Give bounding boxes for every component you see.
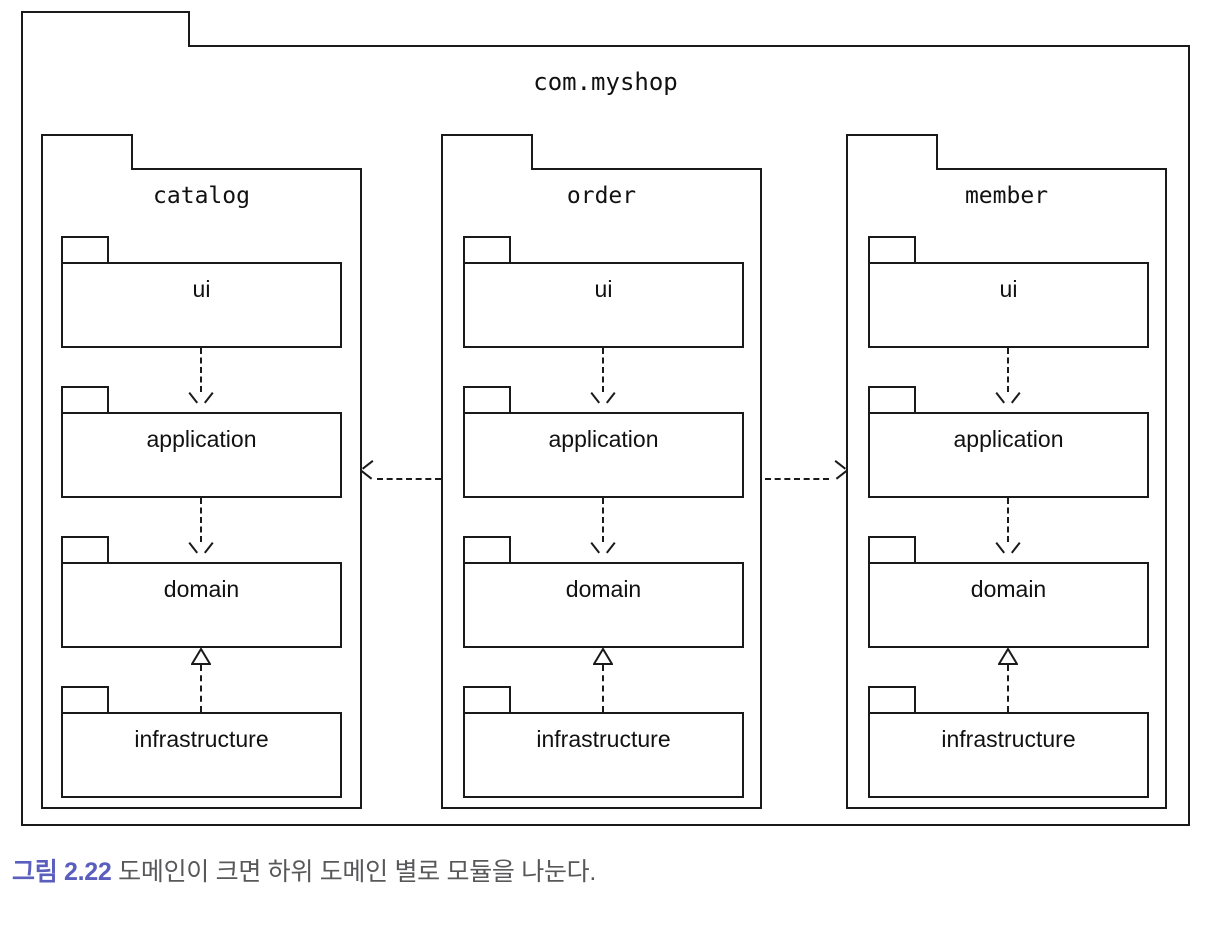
connector-order-to-member bbox=[765, 478, 829, 480]
connector-order-to-catalog bbox=[377, 478, 441, 480]
package-body-member-application bbox=[868, 412, 1149, 498]
figure-number: 그림 2.22 bbox=[12, 858, 112, 886]
package-label-catalog-ui: ui bbox=[192, 276, 211, 302]
connector-catalog-ui-application bbox=[200, 348, 202, 392]
connector-order-infrastructure-domain bbox=[602, 665, 604, 712]
package-tab-catalog-domain bbox=[61, 536, 109, 562]
package-tab-member-ui bbox=[868, 236, 916, 262]
package-tab-member-infrastructure bbox=[868, 686, 916, 712]
package-tab-order-infrastructure bbox=[463, 686, 511, 712]
package-tab-order-application bbox=[463, 386, 511, 412]
arrowhead-catalog-application-domain bbox=[191, 542, 211, 558]
package-label-member-application: application bbox=[953, 426, 1064, 452]
package-label-catalog-infrastructure: infrastructure bbox=[134, 726, 269, 752]
package-label-member-domain: domain bbox=[970, 576, 1047, 602]
connector-member-ui-application bbox=[1007, 348, 1009, 392]
triangle-head-catalog-infrastructure-domain bbox=[191, 648, 211, 665]
arrowhead-member-ui-application bbox=[998, 392, 1018, 408]
package-tab-order-ui bbox=[463, 236, 511, 262]
package-label-order-infrastructure: infrastructure bbox=[536, 726, 671, 752]
package-body-member-ui bbox=[868, 262, 1149, 348]
arrowhead-order-to-catalog bbox=[362, 469, 378, 489]
package-label-catalog: catalog bbox=[153, 183, 250, 209]
triangle-head-member-infrastructure-domain bbox=[998, 648, 1018, 665]
package-label-order: order bbox=[566, 183, 637, 209]
package-tab-order-domain bbox=[463, 536, 511, 562]
package-label-member: member bbox=[964, 183, 1049, 209]
package-body-order-domain bbox=[463, 562, 744, 648]
package-tab-com-myshop bbox=[21, 11, 190, 47]
arrowhead-order-to-member bbox=[830, 469, 846, 489]
connector-catalog-application-domain bbox=[200, 498, 202, 542]
package-tab-catalog-application bbox=[61, 386, 109, 412]
package-body-catalog-domain bbox=[61, 562, 342, 648]
package-body-member-domain bbox=[868, 562, 1149, 648]
arrowhead-member-application-domain bbox=[998, 542, 1018, 558]
package-body-order-ui bbox=[463, 262, 744, 348]
caption-text: 도메인이 크면 하위 도메인 별로 모듈을 나눈다. bbox=[118, 858, 596, 886]
arrowhead-order-application-domain bbox=[593, 542, 613, 558]
package-label-order-application: application bbox=[548, 426, 659, 452]
package-label-catalog-application: application bbox=[146, 426, 257, 452]
package-label-com-myshop: com.myshop bbox=[533, 68, 678, 96]
triangle-head-order-infrastructure-domain bbox=[593, 648, 613, 665]
package-label-order-domain: domain bbox=[565, 576, 642, 602]
package-body-order-application bbox=[463, 412, 744, 498]
package-label-member-infrastructure: infrastructure bbox=[941, 726, 1076, 752]
package-label-member-ui: ui bbox=[999, 276, 1018, 302]
package-body-member-infrastructure bbox=[868, 712, 1149, 798]
connector-member-infrastructure-domain bbox=[1007, 665, 1009, 712]
package-tab-catalog-ui bbox=[61, 236, 109, 262]
package-body-order-infrastructure bbox=[463, 712, 744, 798]
package-label-catalog-domain: domain bbox=[163, 576, 240, 602]
package-body-catalog-infrastructure bbox=[61, 712, 342, 798]
connector-member-application-domain bbox=[1007, 498, 1009, 542]
package-tab-order bbox=[441, 134, 533, 170]
connector-catalog-infrastructure-domain bbox=[200, 665, 202, 712]
arrowhead-catalog-ui-application bbox=[191, 392, 211, 408]
package-body-catalog-ui bbox=[61, 262, 342, 348]
package-tab-catalog-infrastructure bbox=[61, 686, 109, 712]
package-tab-member-application bbox=[868, 386, 916, 412]
package-body-catalog-application bbox=[61, 412, 342, 498]
connector-order-ui-application bbox=[602, 348, 604, 392]
package-tab-member-domain bbox=[868, 536, 916, 562]
package-label-order-ui: ui bbox=[594, 276, 613, 302]
package-tab-member bbox=[846, 134, 938, 170]
figure-caption: 그림 2.22 도메인이 크면 하위 도메인 별로 모듈을 나눈다. bbox=[12, 852, 596, 888]
connector-order-application-domain bbox=[602, 498, 604, 542]
package-tab-catalog bbox=[41, 134, 133, 170]
arrowhead-order-ui-application bbox=[593, 392, 613, 408]
